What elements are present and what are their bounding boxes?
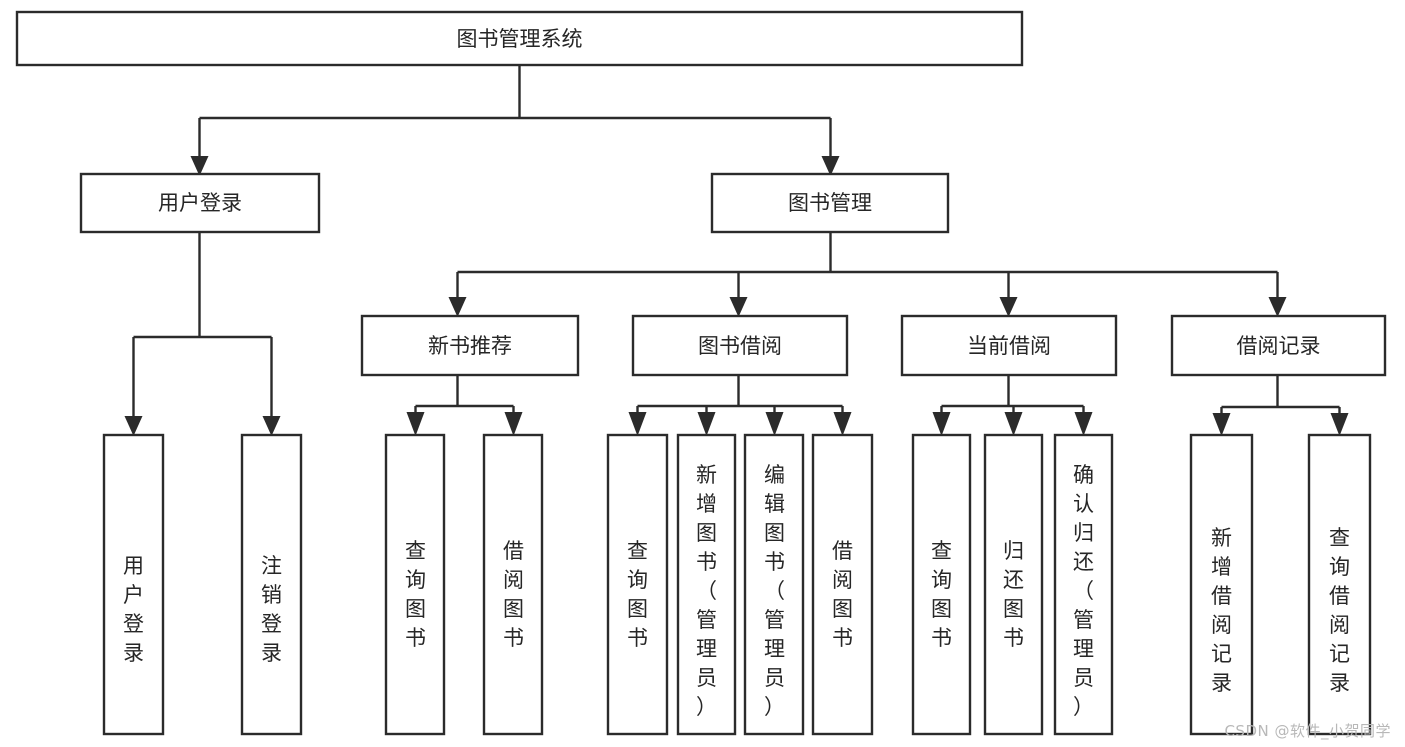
leaf-query-book-1-label: 查询图书 [405,539,426,650]
leaf-user-login-label: 用户登录 [123,554,144,665]
leaf-logout-box[interactable] [240,433,303,736]
leaf-add-borrow-record-label: 新增借阅记录 [1211,526,1232,695]
leaf-borrow-book-2-box[interactable] [811,433,874,736]
leaf-add-borrow-record-box[interactable] [1189,433,1254,736]
arrowhead-to-book-manage [821,156,840,176]
leaf-add-borrow-record[interactable]: 新增借阅记录 [1189,433,1254,736]
leaf-borrow-book-2[interactable]: 借阅图书 [811,433,874,736]
connector-book-manage-bus [456,232,1279,299]
leaf-user-login-box[interactable] [102,433,165,736]
arrowhead-to-leaf-add-book [697,412,716,436]
leaf-logout[interactable]: 注销登录 [240,433,303,736]
arrowhead-to-leaf-query-book-1 [406,412,425,436]
leaf-query-borrow-record-label: 查询借阅记录 [1329,526,1350,695]
node-book-manage-label: 图书管理 [788,191,872,215]
leaf-user-login[interactable]: 用户登录 [102,433,165,736]
csdn-watermark: CSDN @软件_小贺同学 [1224,722,1391,740]
arrowhead-to-leaf-borrow-book-2 [833,412,852,436]
leaf-query-book-2[interactable]: 查询图书 [606,433,669,736]
arrowhead-to-user-login [190,156,209,176]
node-root-box[interactable] [15,10,1024,67]
leaf-query-book-1[interactable]: 查询图书 [384,433,446,736]
leaf-query-book-1-box[interactable] [384,433,446,736]
leaf-return-book[interactable]: 归还图书 [983,433,1044,736]
leaf-confirm-return-label: 确认归还（管理员） [1073,463,1094,719]
arrowhead-to-leaf-borrow-book-1 [504,412,523,436]
leaf-borrow-book-2-label: 借阅图书 [832,539,853,650]
arrowhead-to-leaf-add-borrow-record [1212,413,1231,436]
node-book-manage-box[interactable] [710,172,950,234]
connector-new-book-recommend-bus [414,375,515,418]
node-root[interactable]: 图书管理系统 [15,10,1024,67]
node-new-book-recommend-label: 新书推荐 [428,334,512,358]
leaf-edit-book[interactable]: 编辑图书（管理员） [743,433,805,736]
connector-borrow-record-bus [1220,375,1341,418]
node-borrow-record-label: 借阅记录 [1237,334,1321,358]
leaf-confirm-return-box[interactable] [1053,433,1114,736]
arrowhead-to-leaf-confirm-return [1074,412,1093,436]
node-current-borrow-label: 当前借阅 [967,334,1051,358]
node-current-borrow[interactable]: 当前借阅 [900,314,1118,377]
leaf-return-book-label: 归还图书 [1003,539,1024,650]
arrowhead-to-leaf-user-login [124,416,143,436]
leaf-query-book-3-label: 查询图书 [931,539,952,650]
node-user-login-box[interactable] [79,172,321,234]
node-current-borrow-box[interactable] [900,314,1118,377]
connector-current-borrow-bus [940,375,1085,418]
arrowhead-to-new-book-recommend [448,297,467,317]
leaf-logout-label: 注销登录 [261,554,282,665]
leaf-query-book-3[interactable]: 查询图书 [911,433,972,736]
connector-root-bus [198,65,832,158]
node-new-book-recommend[interactable]: 新书推荐 [360,314,580,377]
node-book-borrow-box[interactable] [631,314,849,377]
node-user-login[interactable]: 用户登录 [79,172,321,234]
leaf-query-borrow-record-box[interactable] [1307,433,1372,736]
leaf-confirm-return[interactable]: 确认归还（管理员） [1053,433,1114,736]
node-book-manage[interactable]: 图书管理 [710,172,950,234]
node-book-borrow[interactable]: 图书借阅 [631,314,849,377]
leaf-query-book-3-box[interactable] [911,433,972,736]
leaf-add-book[interactable]: 新增图书（管理员） [676,433,737,736]
leaf-borrow-book-1[interactable]: 借阅图书 [482,433,544,736]
node-user-login-label: 用户登录 [158,191,242,215]
node-root-label: 图书管理系统 [457,27,583,51]
arrowhead-to-current-borrow [999,297,1018,317]
leaf-edit-book-box[interactable] [743,433,805,736]
arrowhead-to-leaf-query-book-3 [932,412,951,436]
connector-book-borrow-bus [636,375,844,418]
arrowhead-to-leaf-logout [262,416,281,436]
arrowhead-to-borrow-record [1268,297,1287,317]
leaf-borrow-book-1-box[interactable] [482,433,544,736]
leaf-query-borrow-record[interactable]: 查询借阅记录 [1307,433,1372,736]
leaf-query-book-2-box[interactable] [606,433,669,736]
leaf-return-book-box[interactable] [983,433,1044,736]
arrowhead-to-leaf-edit-book [765,412,784,436]
node-borrow-record[interactable]: 借阅记录 [1170,314,1387,377]
leaf-borrow-book-1-label: 借阅图书 [503,539,524,650]
arrowhead-to-leaf-query-borrow-record [1330,413,1349,436]
arrowhead-to-leaf-query-book-2 [628,412,647,436]
node-new-book-recommend-box[interactable] [360,314,580,377]
connector-layer [124,65,1349,436]
leaf-edit-book-label: 编辑图书（管理员） [764,463,785,719]
leaf-add-book-label: 新增图书（管理员） [696,463,717,719]
leaf-add-book-box[interactable] [676,433,737,736]
node-borrow-record-box[interactable] [1170,314,1387,377]
connector-user-login-bus [132,232,273,418]
node-layer: 图书管理系统 用户登录 图书管理 新书推荐 图书借阅 [15,10,1387,736]
arrowhead-to-book-borrow [729,297,748,317]
arrowhead-to-leaf-return-book [1004,412,1023,436]
leaf-query-book-2-label: 查询图书 [627,539,648,650]
node-book-borrow-label: 图书借阅 [698,334,782,358]
